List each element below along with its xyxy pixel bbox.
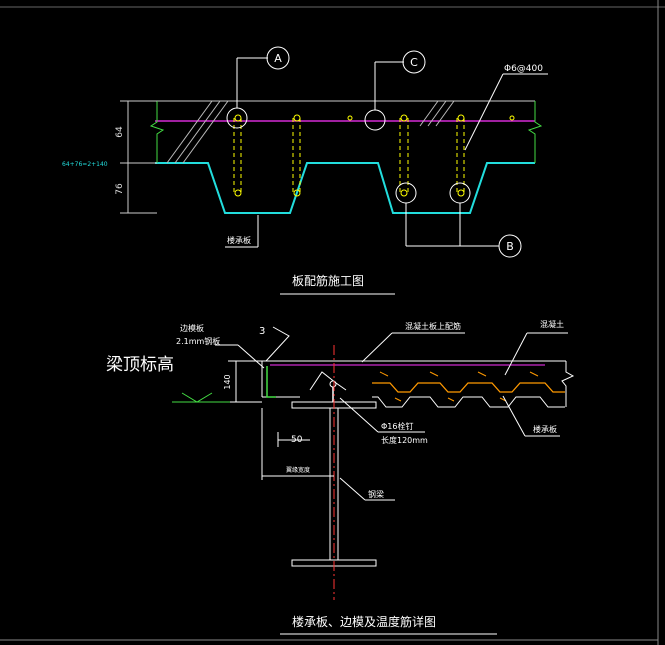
side-note-label: 64+76=2+140	[62, 161, 108, 168]
break-mark-left	[149, 101, 165, 163]
steel-beam-leader	[339, 477, 366, 501]
dim-upper-label: 64	[115, 126, 125, 138]
deck-corrugation	[372, 382, 565, 393]
steel-deck-profile	[155, 162, 535, 214]
top-rebar-label-leader	[361, 332, 393, 363]
beam-top-elevation-label: 梁顶标高	[106, 355, 174, 375]
edge-form-plate	[266, 366, 276, 398]
detail-break-mark	[561, 361, 575, 407]
floor-deck-label: 楼承板	[533, 424, 557, 434]
edge-form-leader	[237, 344, 265, 369]
callout-c-circle	[402, 50, 426, 74]
callout-c-label: C	[410, 56, 418, 69]
rebar-spec-label: Φ6@400	[504, 64, 543, 74]
dim-thickness-label: 140	[223, 374, 232, 389]
elevation-triangle	[181, 392, 213, 403]
top-slab-drawing: 64 76 64+76=2+140	[62, 46, 548, 295]
stirrups	[233, 118, 465, 193]
bottom-drawing-title: 楼承板、边模及温度筋详图	[292, 614, 436, 629]
edge-form-label: 边模板	[180, 323, 204, 333]
stud-rebar-bend	[309, 371, 347, 391]
break-mark-right	[527, 101, 543, 163]
callout-a-label: A	[274, 52, 282, 65]
edge-form-spec-label: 2.1mm钢板	[176, 336, 220, 346]
rebar-hooks	[234, 114, 515, 197]
stud-length-label: 长度120mm	[381, 435, 428, 445]
section-mark-label: 3	[259, 326, 265, 337]
section-mark-leader	[265, 326, 290, 362]
concrete-label-leader	[504, 332, 528, 376]
deck-label: 楼承板	[227, 235, 251, 245]
dim-50-label: 50	[291, 435, 303, 445]
concrete-top-rebar-label: 混凝土板上配筋	[405, 321, 461, 331]
rebar-spec-leader	[464, 73, 504, 151]
stud-spec-label: Φ16栓钉	[381, 421, 413, 431]
bottom-detail-drawing: 140 梁顶标高 边模板 2.1mm钢板 3 混凝土板上配筋 混凝土 楼承板 Φ…	[106, 319, 575, 635]
deck-hatch	[379, 371, 539, 402]
stud-label-leader	[339, 397, 379, 433]
slab-soffit	[372, 396, 565, 408]
callout-a-circle	[266, 46, 290, 70]
dim-lower-label: 76	[115, 183, 125, 195]
top-drawing-title: 板配筋施工图	[292, 273, 364, 288]
concrete-label: 混凝土	[540, 319, 564, 329]
flange-width-label: 翼缘宽度	[286, 466, 310, 474]
steel-beam-label: 钢梁	[368, 489, 384, 499]
callout-b-label: B	[506, 240, 514, 253]
floor-deck-label-leader	[502, 395, 526, 437]
slab-hatch	[166, 100, 455, 164]
callout-b-circle	[498, 234, 522, 258]
